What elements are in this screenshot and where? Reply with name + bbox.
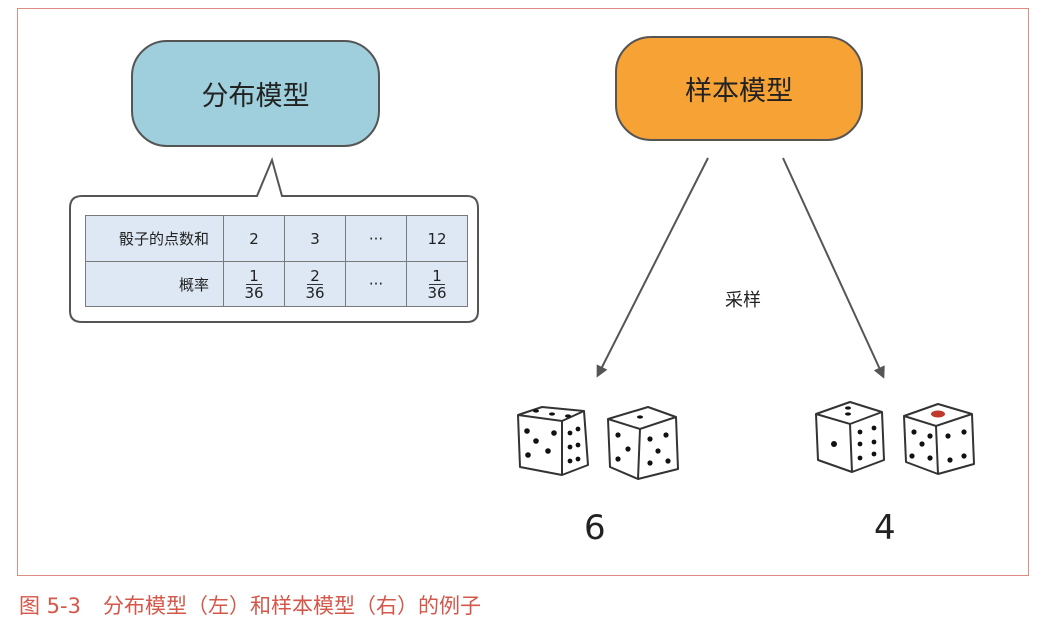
left-sample-sum: 6 [584, 508, 606, 548]
figure-caption: 图 5-3 分布模型（左）和样本模型（右）的例子 [19, 590, 481, 620]
table-cell: 1 36 [406, 261, 468, 307]
table-cell: 1 36 [223, 261, 285, 307]
table-row: 概率 1 36 2 36 ··· 1 36 [85, 261, 468, 307]
caption-number: 图 5-3 [19, 594, 81, 618]
sample-model-node: 样本模型 [615, 36, 863, 141]
sampling-label: 采样 [725, 290, 761, 311]
figure-frame [17, 8, 1029, 576]
probability-table: 骰子的点数和 2 3 ··· 12 概率 1 36 2 36 ··· 1 36 [85, 215, 468, 307]
die-icon [607, 406, 679, 480]
dice-sum-header: 骰子的点数和 [85, 215, 224, 262]
table-cell: 2 [223, 215, 285, 262]
distribution-model-node: 分布模型 [131, 40, 380, 147]
table-cell: ··· [345, 261, 407, 307]
table-cell: 2 36 [284, 261, 346, 307]
die-icon [903, 403, 975, 475]
fraction: 2 36 [305, 267, 325, 302]
table-row: 骰子的点数和 2 3 ··· 12 [85, 215, 468, 262]
distribution-model-label: 分布模型 [201, 81, 310, 112]
fraction: 1 36 [427, 267, 447, 302]
arrow-right [782, 157, 885, 379]
caption-text: 分布模型（左）和样本模型（右）的例子 [102, 594, 481, 618]
probability-header: 概率 [85, 261, 224, 307]
table-cell: 12 [406, 215, 468, 262]
sample-model-label: 样本模型 [685, 76, 793, 107]
right-sample-sum: 4 [874, 508, 896, 548]
die-icon [815, 401, 885, 473]
fraction: 1 36 [244, 267, 264, 302]
die-icon [517, 406, 589, 476]
arrow-left [596, 157, 709, 378]
